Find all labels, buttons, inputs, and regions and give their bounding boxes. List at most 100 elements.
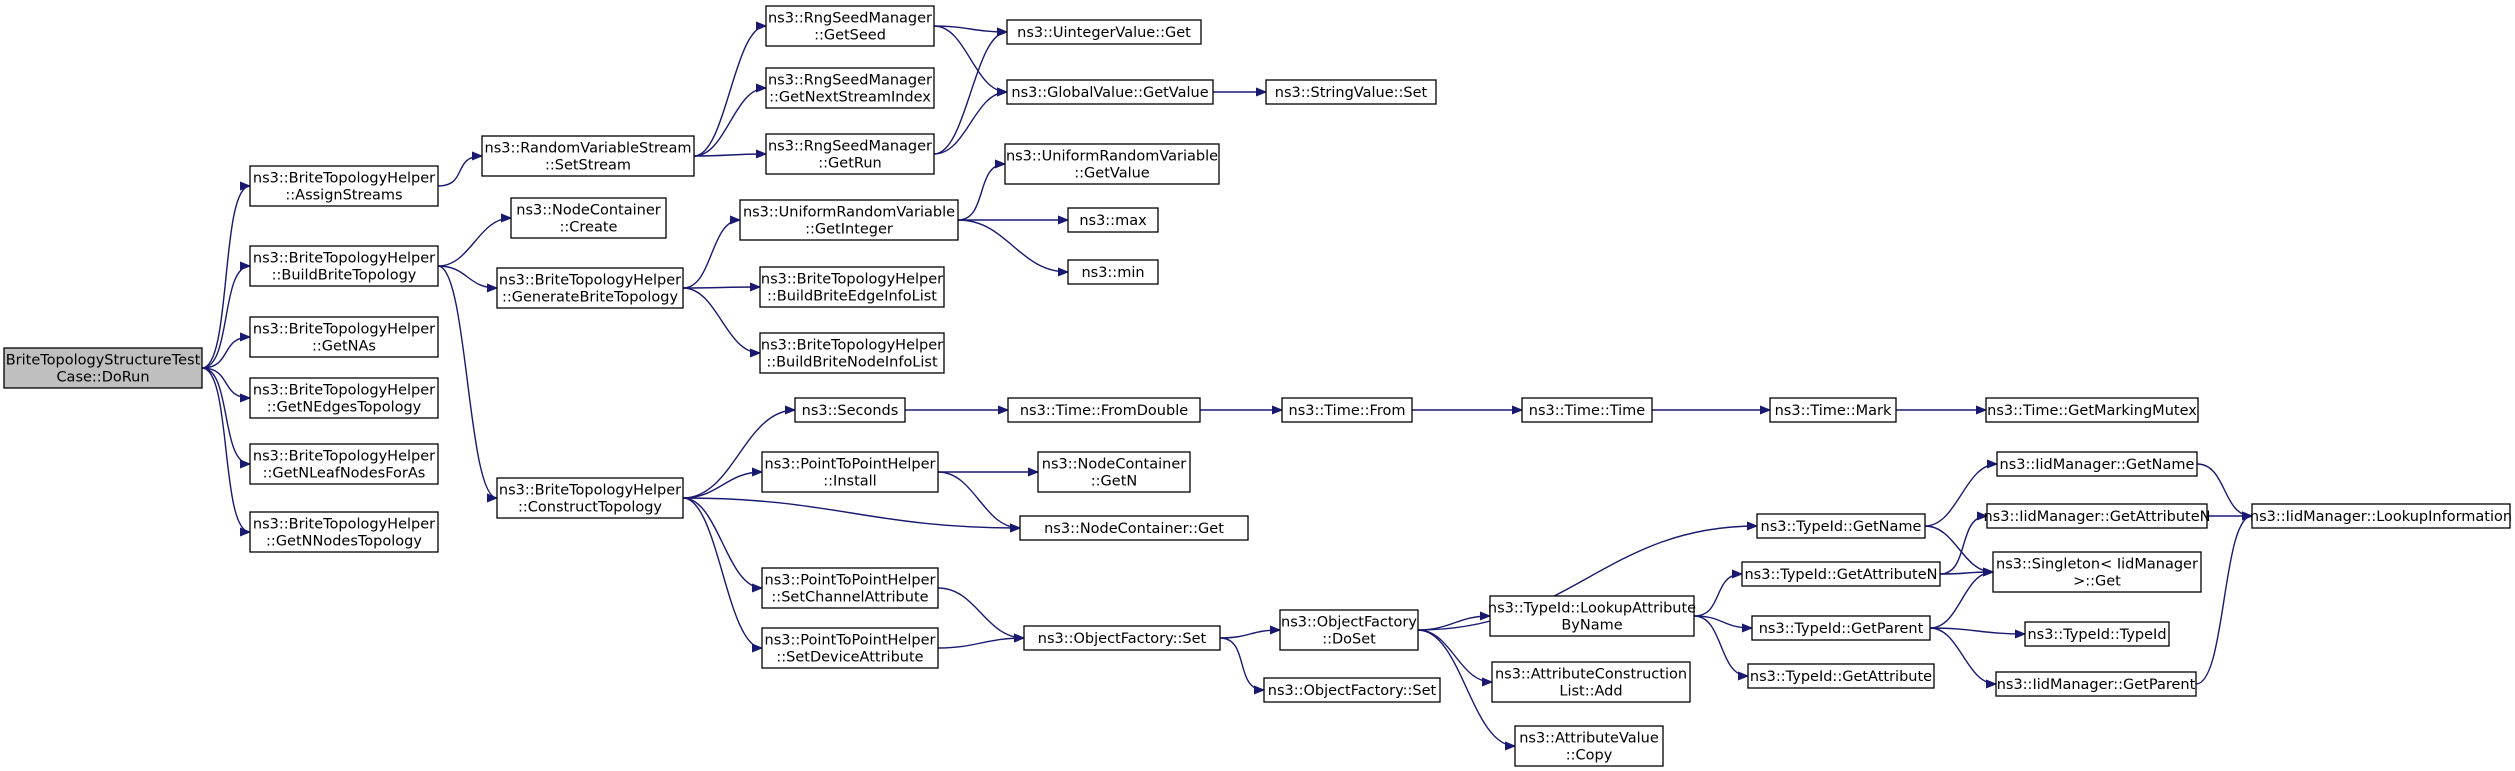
node-tidGetParent[interactable]: ns3::TypeId::GetParent [1751, 615, 1931, 641]
node-tidGetAttrN[interactable]: ns3::TypeId::GetAttributeN [1741, 561, 1941, 587]
node-label: ns3::NodeContainer [516, 203, 660, 219]
edge-tidGetParent-to-tidTypeId [1929, 627, 2025, 634]
edge-urvGetInteger-to-min [957, 219, 1068, 272]
node-label: ::GetNextStreamIndex [769, 90, 931, 106]
node-assignStreams[interactable]: ns3::BriteTopologyHelper::AssignStreams [249, 165, 439, 207]
node-box [1747, 663, 1935, 689]
node-constructTopo[interactable]: ns3::BriteTopologyHelper::ConstructTopol… [496, 477, 684, 519]
node-box [739, 199, 959, 241]
node-box [249, 377, 439, 419]
node-rngGetSeed[interactable]: ns3::RngSeedManager::GetSeed [765, 5, 935, 47]
node-urvGetValue[interactable]: ns3::UniformRandomVariable::GetValue [1004, 143, 1220, 185]
node-box [1995, 671, 2197, 697]
node-timeMutex[interactable]: ns3::Time::GetMarkingMutex [1985, 397, 2199, 423]
node-box [510, 197, 667, 239]
edge-tidGetName-to-iidGetName [1924, 464, 1998, 527]
edge-rvsSetStream-to-rngGetNext [693, 88, 767, 157]
node-tidGetAttr[interactable]: ns3::TypeId::GetAttribute [1747, 663, 1935, 689]
node-rvsSetStream[interactable]: ns3::RandomVariableStream::SetStream [481, 135, 695, 177]
node-label: ::GetNNodesTopology [266, 534, 422, 550]
node-max[interactable]: ns3::max [1067, 207, 1159, 233]
node-getNAs[interactable]: ns3::BriteTopologyHelper::GetNAs [249, 316, 439, 358]
node-tidGetName[interactable]: ns3::TypeId::GetName [1756, 513, 1926, 539]
node-iidGetAttrN[interactable]: ns3::IidManager::GetAttributeN [1983, 503, 2211, 529]
node-label: ns3::IidManager::LookupInformation [2250, 509, 2512, 525]
node-singletonGet[interactable]: ns3::Singleton< IidManager >::Get [1992, 551, 2202, 593]
node-box [761, 567, 939, 609]
node-buildNodeInfo[interactable]: ns3::BriteTopologyHelper::BuildBriteNode… [759, 332, 945, 374]
node-label: ns3::ObjectFactory::Set [1038, 631, 1207, 647]
node-label: ns3::TypeId::LookupAttribute [1488, 601, 1696, 617]
node-box [1514, 725, 1664, 767]
node-p2pSetChannel[interactable]: ns3::PointToPointHelper::SetChannelAttri… [761, 567, 939, 609]
node-label: ns3::BriteTopologyHelper [253, 322, 435, 338]
node-label: ::Install [823, 474, 876, 490]
node-tidTypeId[interactable]: ns3::TypeId::TypeId [2024, 621, 2170, 647]
node-box [1037, 451, 1191, 493]
edge-constructTopo-to-ncGet [682, 497, 1020, 528]
node-timeTime[interactable]: ns3::Time::Time [1521, 397, 1653, 423]
node-rngGetNext[interactable]: ns3::RngSeedManager::GetNextStreamIndex [765, 67, 935, 109]
edge-rngGetRun-to-gvGetValue [933, 92, 1008, 155]
node-urvGetInteger[interactable]: ns3::UniformRandomVariable::GetInteger [739, 199, 959, 241]
node-label: ns3::RngSeedManager [768, 73, 932, 89]
node-genBrite[interactable]: ns3::BriteTopologyHelper::GenerateBriteT… [496, 267, 684, 309]
node-box [1023, 625, 1221, 651]
node-seconds[interactable]: ns3::Seconds [794, 397, 906, 423]
node-label: ns3::PointToPointHelper [765, 457, 936, 473]
node-ofSet[interactable]: ns3::ObjectFactory::Set [1023, 625, 1221, 651]
node-uintGet[interactable]: ns3::UintegerValue::Get [1006, 19, 1202, 45]
edge-p2pSetChannel-to-ofSet [937, 587, 1024, 638]
node-label: ::BuildBriteTopology [272, 268, 417, 284]
node-getNLeaf[interactable]: ns3::BriteTopologyHelper::GetNLeafNodesF… [249, 443, 439, 485]
node-timeFrom[interactable]: ns3::Time::From [1281, 397, 1413, 423]
node-iidLookup[interactable]: ns3::IidManager::LookupInformation [2250, 503, 2512, 529]
node-box [1265, 79, 1437, 105]
node-iidGetName[interactable]: ns3::IidManager::GetName [1996, 451, 2198, 477]
node-buildEdgeInfo[interactable]: ns3::BriteTopologyHelper::BuildBriteEdge… [759, 266, 945, 308]
node-box [3, 347, 203, 389]
node-label: List::Add [1559, 684, 1622, 700]
node-box [761, 627, 939, 669]
node-gvGetValue[interactable]: ns3::GlobalValue::GetValue [1006, 79, 1214, 105]
node-ofSet2[interactable]: ns3::ObjectFactory::Set [1263, 677, 1441, 703]
node-ncGet[interactable]: ns3::NodeContainer::Get [1019, 515, 1249, 541]
node-label: ns3::BriteTopologyHelper [499, 273, 681, 289]
node-ncCreate[interactable]: ns3::NodeContainer::Create [510, 197, 667, 239]
node-p2pInstall[interactable]: ns3::PointToPointHelper::Install [761, 451, 939, 493]
node-rngGetRun[interactable]: ns3::RngSeedManager::GetRun [765, 133, 935, 175]
node-iidGetParent[interactable]: ns3::IidManager::GetParent [1995, 671, 2197, 697]
node-box [1996, 451, 2198, 477]
node-buildBrite[interactable]: ns3::BriteTopologyHelper::BuildBriteTopo… [249, 245, 439, 287]
node-ofDoSet[interactable]: ns3::ObjectFactory::DoSet [1279, 609, 1419, 651]
node-timeFromDouble[interactable]: ns3::Time::FromDouble [1007, 397, 1201, 423]
node-ncGetN[interactable]: ns3::NodeContainer::GetN [1037, 451, 1191, 493]
node-box [1756, 513, 1926, 539]
node-box [1769, 397, 1897, 423]
edge-root-to-getNEdges [201, 367, 250, 398]
node-avCopy[interactable]: ns3::AttributeValue::Copy [1514, 725, 1664, 767]
node-p2pSetDevice[interactable]: ns3::PointToPointHelper::SetDeviceAttrib… [761, 627, 939, 669]
edge-p2pInstall-to-ncGet [937, 471, 1020, 528]
node-label: ::BuildBriteEdgeInfoList [767, 289, 937, 305]
node-timeMark[interactable]: ns3::Time::Mark [1769, 397, 1897, 423]
node-box [1985, 397, 2199, 423]
node-label: ns3::BriteTopologyHelper [499, 483, 681, 499]
node-getNNodes[interactable]: ns3::BriteTopologyHelper::GetNNodesTopol… [249, 511, 439, 553]
node-strSet[interactable]: ns3::StringValue::Set [1265, 79, 1437, 105]
edge-root-to-buildBrite [201, 266, 251, 369]
node-label: ::GetNEdgesTopology [267, 400, 422, 416]
node-getNEdges[interactable]: ns3::BriteTopologyHelper::GetNEdgesTopol… [249, 377, 439, 419]
node-label: ns3::BriteTopologyHelper [253, 383, 435, 399]
node-box [249, 316, 439, 358]
node-min[interactable]: ns3::min [1067, 259, 1159, 285]
edge-p2pSetDevice-to-ofSet [937, 638, 1024, 649]
edge-rngGetRun-to-uintGet [933, 32, 1008, 155]
node-label: ns3::Time::FromDouble [1020, 403, 1188, 419]
node-box [1007, 397, 1201, 423]
node-label: ns3::IidManager::GetParent [1997, 677, 2196, 693]
